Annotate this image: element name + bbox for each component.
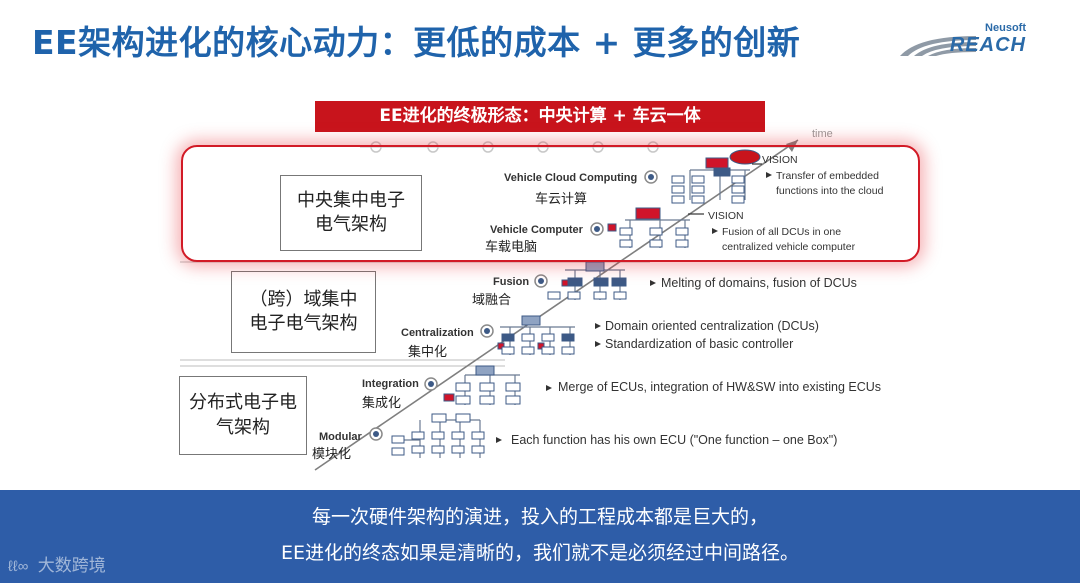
- stage-group-line: 气架构: [216, 416, 270, 438]
- step-label-modular-cn: 模块化: [312, 447, 352, 462]
- step-label-fusion: Fusion: [493, 276, 530, 288]
- stage-group-line: 电子电气架构: [249, 313, 358, 334]
- step-label-fusion-cn: 域融合: [472, 293, 512, 308]
- logo-stripes-icon: [900, 36, 976, 56]
- stage-group-distributed: 分布式电子电 气架构: [179, 376, 307, 455]
- caption-band: [0, 490, 1080, 583]
- step-desc-cloud-1: Transfer of embedded: [776, 170, 879, 182]
- stage-group-line: 分布式电子电: [189, 392, 297, 414]
- step-label-centralization: Centralization: [401, 327, 474, 339]
- step-desc-cloud-2: functions into the cloud: [776, 185, 884, 197]
- stage-group-line: 中央集中电子: [297, 189, 405, 211]
- step-label-vehicle-computer: Vehicle Computer: [490, 224, 583, 236]
- caption-line-1: 每一次硬件架构的演进，投入的工程成本都是巨大的，: [311, 506, 768, 528]
- slide-title: EE架构进化的核心动力：更低的成本 + 更多的创新: [32, 23, 801, 62]
- central-highlight-frame: [181, 145, 920, 262]
- step-desc-vehicle-computer-2: centralized vehicle computer: [722, 241, 856, 253]
- watermark: ℓℓ∞ 大数跨境: [8, 551, 106, 576]
- step-desc-modular: Each function has his own ECU ("One func…: [511, 433, 838, 447]
- step-desc-fusion: Melting of domains, fusion of DCUs: [661, 276, 857, 290]
- stage-group-line: 电气架构: [315, 214, 387, 235]
- stage-group-domain: （跨）域集中 电子电气架构: [231, 271, 376, 353]
- banner-heading: EE进化的终极形态：中央计算 + 车云一体: [315, 101, 765, 132]
- logo-brand: REACH: [949, 34, 1026, 56]
- stage-group-line: （跨）域集中: [249, 288, 358, 310]
- step-desc-centralization-1: Domain oriented centralization (DCUs): [605, 319, 819, 333]
- stage-group-central: 中央集中电子 电气架构: [280, 175, 422, 251]
- watermark-text: 大数跨境: [37, 556, 106, 576]
- step-label-modular: Modular: [319, 431, 362, 443]
- step-label-centralization-cn: 集中化: [408, 345, 448, 360]
- step-desc-integration: Merge of ECUs, integration of HW&SW into…: [558, 380, 882, 394]
- step-label-vehicle-computer-cn: 车载电脑: [485, 240, 538, 255]
- vision-label: VISION: [708, 210, 744, 222]
- step-desc-centralization-2: Standardization of basic controller: [605, 337, 794, 351]
- step-desc-vehicle-computer-1: Fusion of all DCUs in one: [722, 226, 842, 238]
- step-label-integration: Integration: [362, 378, 419, 390]
- step-label-cloud-computing: Vehicle Cloud Computing: [504, 172, 638, 184]
- logo-company: Neusoft: [985, 22, 1026, 34]
- step-label-cloud-computing-cn: 车云计算: [535, 192, 588, 207]
- watermark-logo-icon: ℓℓ∞: [8, 558, 29, 575]
- step-label-integration-cn: 集成化: [362, 396, 402, 411]
- time-axis-label: time: [812, 128, 833, 140]
- vision-label: VISION: [762, 154, 798, 166]
- neusoft-reach-logo: Neusoft REACH: [896, 22, 1056, 58]
- caption-line-2: EE进化的终态如果是清晰的，我们就不是必须经过中间路径。: [280, 542, 799, 564]
